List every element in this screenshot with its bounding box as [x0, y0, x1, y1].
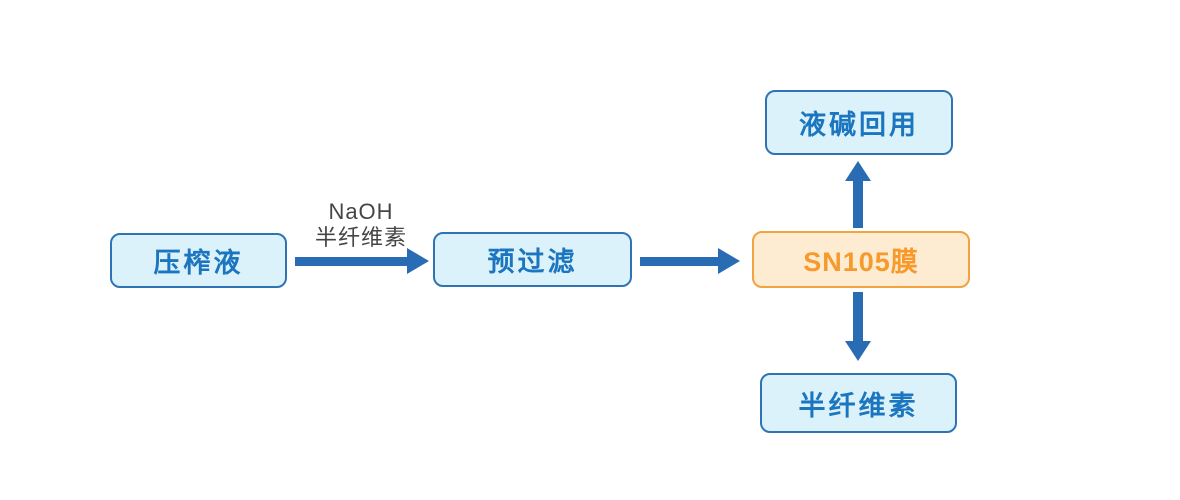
node-alkali-reuse-label: 液碱回用	[799, 110, 919, 140]
arrow-shaft	[853, 292, 863, 341]
node-press-liquid: 压榨液	[110, 233, 287, 288]
node-prefilter: 预过滤	[433, 232, 632, 287]
arrow-press-liquid-to-prefilter	[295, 248, 429, 274]
node-alkali-reuse: 液碱回用	[765, 90, 953, 155]
arrow-right-head-icon	[407, 248, 429, 274]
node-hemicellulose: 半纤维素	[760, 373, 957, 433]
edge-label-line1: NaOH	[328, 199, 394, 224]
edge-label-naoh-hemicellulose: NaOH 半纤维素	[286, 199, 436, 251]
node-hemicellulose-label: 半纤维素	[798, 390, 919, 421]
arrow-prefilter-to-sn105	[640, 248, 740, 274]
arrow-shaft	[853, 181, 863, 228]
arrow-shaft	[295, 256, 407, 266]
arrow-right-head-icon	[718, 248, 740, 274]
arrow-sn105-to-alkali-reuse	[845, 161, 871, 228]
node-sn105-membrane-label: SN105膜	[803, 247, 919, 277]
node-prefilter-label: 预过滤	[487, 247, 578, 277]
arrow-shaft	[640, 256, 718, 266]
arrow-up-head-icon	[845, 161, 871, 181]
arrow-sn105-to-hemicellulose	[845, 292, 871, 361]
node-press-liquid-label: 压榨液	[153, 248, 244, 278]
node-sn105-membrane: SN105膜	[752, 231, 970, 288]
arrow-down-head-icon	[845, 341, 871, 361]
edge-label-line2: 半纤维素	[314, 225, 407, 250]
